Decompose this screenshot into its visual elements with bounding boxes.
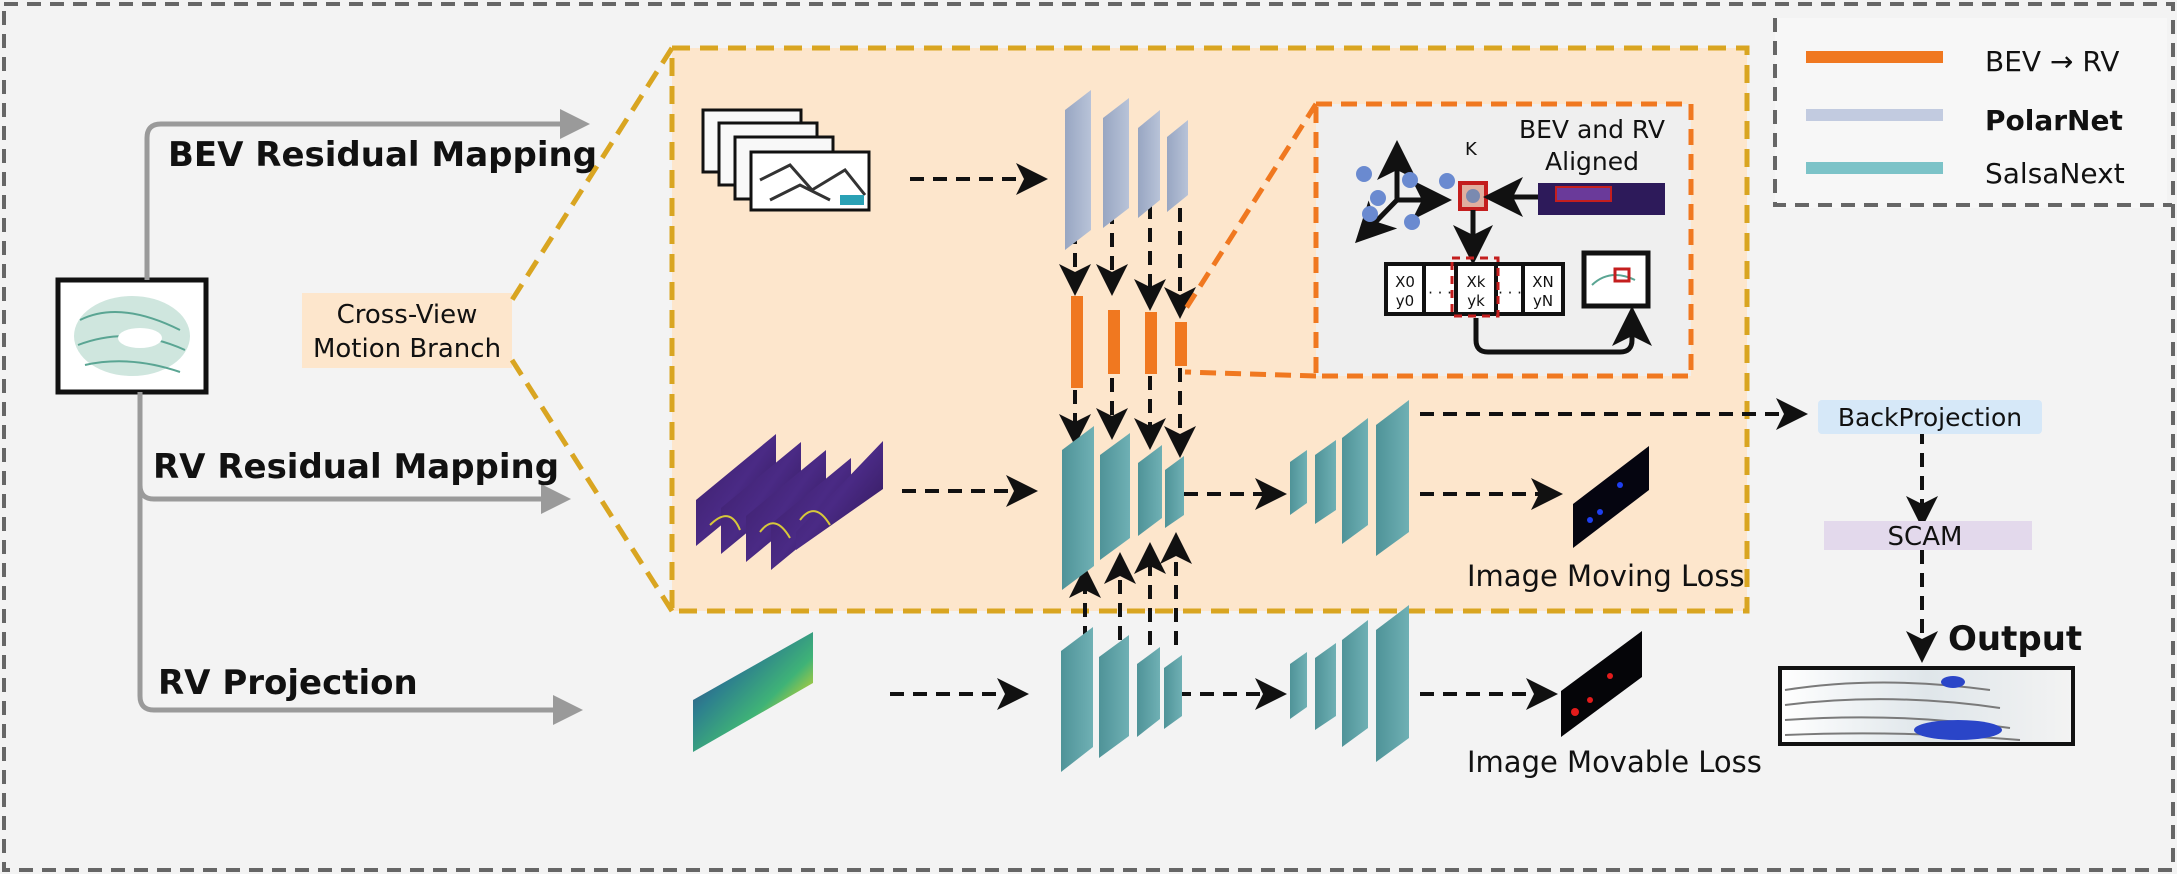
- moving-prediction-image: [1573, 446, 1649, 548]
- rv-projection-image: [693, 632, 813, 752]
- cross-view-line2: Motion Branch: [313, 334, 501, 364]
- scam-box: [1824, 521, 2032, 550]
- cell-n-bottom: yN: [1533, 292, 1553, 310]
- cross-view-label: Cross-View Motion Branch: [302, 293, 512, 368]
- bev-image-stack: [701, 108, 871, 212]
- projection-decoder: [1290, 605, 1409, 762]
- label-image-moving-loss: Image Moving Loss: [1467, 559, 1745, 593]
- cell-k-top: Xk: [1467, 273, 1486, 291]
- legend: BEV → RV PolarNet SalsaNext: [1773, 18, 2172, 208]
- inset-title-line2: Aligned: [1545, 147, 1639, 176]
- scam-label: SCAM: [1888, 522, 1963, 552]
- arrow-rv-projection: [137, 485, 583, 725]
- projection-encoder: [1061, 627, 1182, 772]
- legend-swatch-polarnet: [1806, 109, 1943, 121]
- rv-encoder: [1062, 426, 1184, 590]
- input-branches: [137, 109, 590, 725]
- inset-title-line1: BEV and RV: [1519, 115, 1665, 144]
- output-scan-image: [1778, 666, 2075, 746]
- legend-label-bev-rv: BEV → RV: [1985, 45, 2119, 78]
- cell-0-bottom: y0: [1396, 292, 1414, 310]
- alignment-inset: BEV and RV Aligned K X0 y0 · · · Xk yk: [1182, 101, 1694, 379]
- legend-swatch-bev-rv: [1806, 51, 1943, 63]
- bev-to-rv-bars: [1071, 296, 1187, 388]
- backprojection-label: BackProjection: [1838, 403, 2022, 432]
- cell-n-top: XN: [1532, 273, 1554, 291]
- cross-view-label-bg: [302, 293, 512, 368]
- legend-border: [1773, 18, 2172, 207]
- inset-zoom-top: [1182, 102, 1319, 312]
- cell-k-bottom: yk: [1467, 292, 1485, 310]
- input-pointcloud: [55, 277, 209, 395]
- legend-swatch-salsanext: [1806, 162, 1943, 174]
- dashed-flow-arrows: [890, 163, 1938, 710]
- inset-frame: [1313, 101, 1694, 379]
- output-label: Output: [1948, 619, 2082, 659]
- polarnet-encoder: [1065, 90, 1188, 250]
- rv-decoder-moving: [1290, 400, 1409, 556]
- cross-view-line1: Cross-View: [337, 300, 478, 330]
- zoom-line-top: [509, 46, 675, 302]
- scam-module: SCAM: [1824, 521, 2032, 552]
- legend-label-polarnet: PolarNet: [1985, 104, 2123, 137]
- inset-zoom-bottom: [1184, 369, 1317, 379]
- label-rv-projection: RV Projection: [158, 663, 418, 703]
- arrow-bev-residual: [144, 109, 590, 280]
- cell-0-top: X0: [1395, 273, 1415, 291]
- cell-dots-right: · · ·: [1498, 284, 1522, 302]
- rv-residual-stack: [696, 434, 883, 570]
- backprojection-box: [1818, 400, 2042, 434]
- cell-dots-left: · · ·: [1428, 284, 1452, 302]
- legend-label-salsanext: SalsaNext: [1985, 157, 2125, 190]
- movable-prediction-image: [1561, 631, 1642, 737]
- zoom-line-bottom: [509, 358, 675, 613]
- label-rv-residual-mapping: RV Residual Mapping: [153, 447, 559, 487]
- label-bev-residual-mapping: BEV Residual Mapping: [168, 135, 597, 175]
- label-image-movable-loss: Image Movable Loss: [1467, 745, 1762, 779]
- backprojection-module: BackProjection: [1818, 400, 2042, 434]
- inset-k-label: K: [1465, 139, 1478, 160]
